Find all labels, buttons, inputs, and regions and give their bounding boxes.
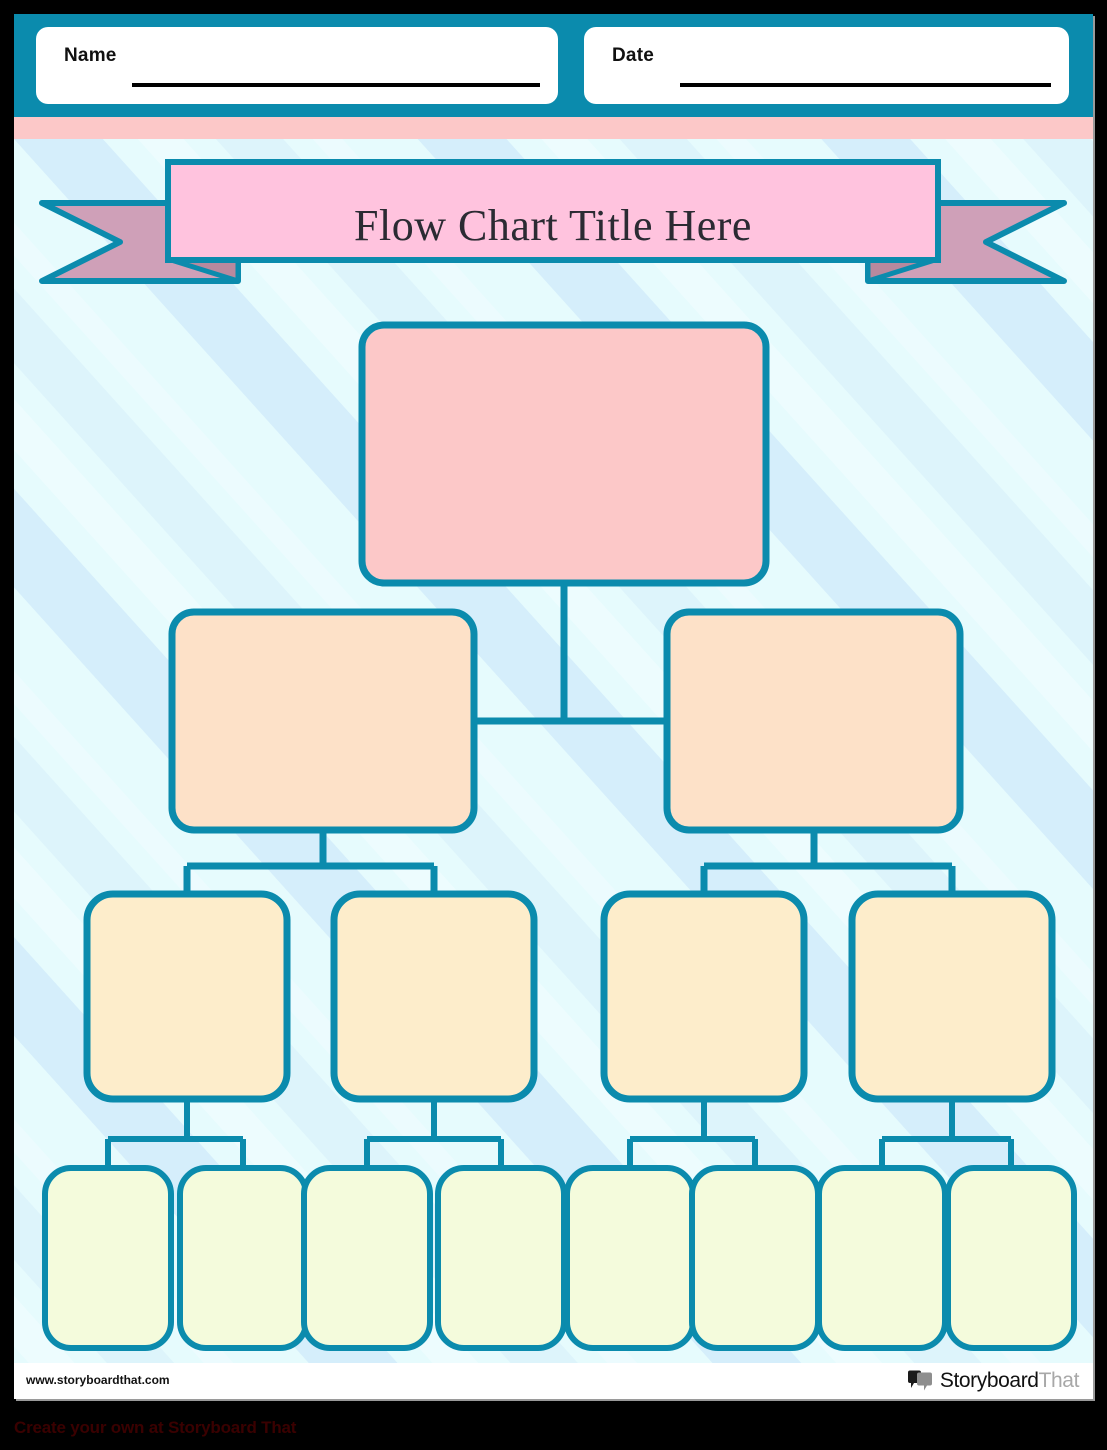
logo-wordmark: StoryboardThat [939, 1369, 1080, 1393]
date-field-card[interactable]: Date [584, 27, 1069, 104]
flow-node-n12[interactable] [689, 1165, 821, 1351]
flow-node-n9[interactable] [301, 1165, 433, 1351]
footer-website-url[interactable]: www.storyboardthat.com [26, 1373, 170, 1387]
flow-node-n6[interactable] [848, 890, 1056, 1103]
date-label: Date [612, 45, 654, 66]
flow-node-n1[interactable] [168, 608, 478, 834]
footer-bar: www.storyboardthat.com StoryboardThat [14, 1363, 1093, 1399]
flow-chart [42, 321, 1077, 1351]
name-label: Name [64, 45, 117, 66]
flow-node-n3[interactable] [83, 890, 291, 1103]
logo-text-storyboard: Storyboard [939, 1369, 1039, 1392]
node-layer [42, 321, 1077, 1351]
flow-node-n4[interactable] [330, 890, 538, 1103]
connector-lines [183, 583, 956, 894]
flow-node-n8[interactable] [177, 1165, 309, 1351]
flow-node-n14[interactable] [945, 1165, 1077, 1351]
name-field-card[interactable]: Name [36, 27, 558, 104]
worksheet-page: Name Date [14, 14, 1093, 1399]
speech-bubbles-icon [907, 1370, 932, 1391]
create-your-own-caption: Create your own at Storyboard That [14, 1418, 297, 1437]
header-bar: Name Date [14, 14, 1093, 117]
flow-node-n5[interactable] [600, 890, 808, 1103]
pink-divider-strip [14, 117, 1093, 139]
logo-text-that: That [1038, 1369, 1080, 1392]
flow-node-n7[interactable] [42, 1165, 174, 1351]
flow-node-n2[interactable] [663, 608, 964, 834]
flow-node-n13[interactable] [816, 1165, 948, 1351]
storyboardthat-logo[interactable]: StoryboardThat [907, 1367, 1079, 1395]
flow-node-n10[interactable] [435, 1165, 567, 1351]
flow-node-n11[interactable] [564, 1165, 696, 1351]
name-write-line[interactable] [132, 83, 540, 87]
banner-ribbon-shape [39, 159, 1067, 284]
worksheet-canvas: Flow Chart Title Here [14, 139, 1093, 1363]
date-write-line[interactable] [680, 83, 1051, 87]
connector-lines-lower [105, 1099, 1014, 1168]
banner-front-band [165, 159, 941, 263]
flow-node-n0[interactable] [358, 321, 770, 587]
